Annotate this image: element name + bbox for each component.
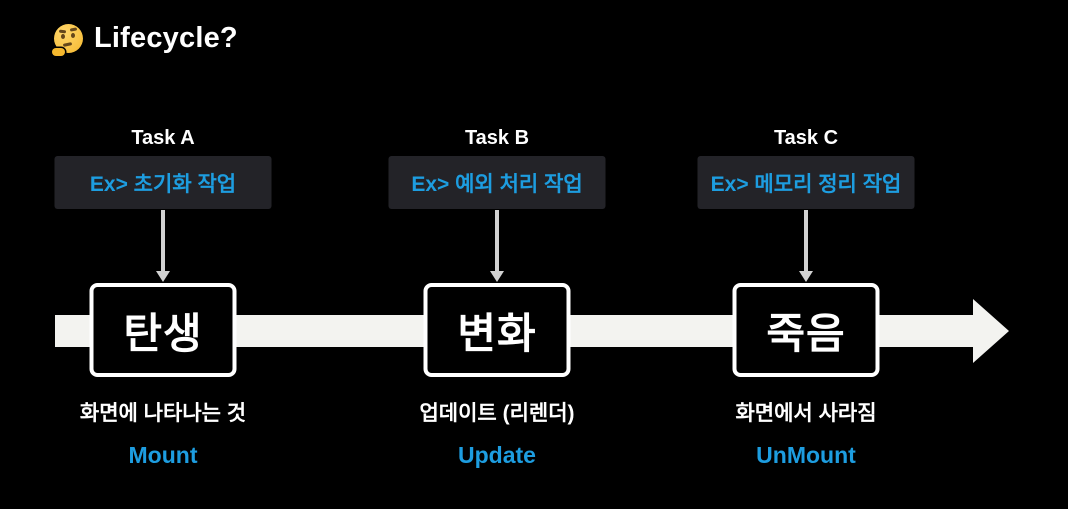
stage-column-update: Task B Ex> 예외 처리 작업 변화 업데이트 (리렌더) Update (337, 115, 657, 485)
page-title: Lifecycle? (52, 22, 238, 56)
down-arrow-icon (156, 210, 170, 282)
task-label: Task B (464, 127, 530, 149)
page-title-text: Lifecycle? (94, 22, 238, 54)
stage-box: 탄생 (89, 283, 237, 377)
example-text: Ex> 메모리 정리 작업 (710, 172, 902, 196)
stage-english-label: UnMount (756, 442, 856, 468)
stage-description: 화면에 나타나는 것 (79, 402, 247, 425)
stage-box: 죽음 (732, 283, 880, 377)
example-box: Ex> 메모리 정리 작업 (697, 156, 915, 209)
down-arrow-icon (490, 210, 504, 282)
example-box: Ex> 예외 처리 작업 (388, 156, 606, 209)
task-label: Task C (773, 127, 839, 149)
example-text: Ex> 초기화 작업 (89, 172, 237, 196)
stage-box: 변화 (423, 283, 571, 377)
stage-english-label: Mount (128, 442, 198, 468)
timeline-arrowhead-icon (973, 299, 1009, 363)
stage-english-label: Update (458, 442, 536, 468)
stage-column-unmount: Task C Ex> 메모리 정리 작업 죽음 화면에서 사라짐 UnMount (646, 115, 966, 485)
thinking-face-emoji-icon (52, 24, 83, 56)
stage-column-mount: Task A Ex> 초기화 작업 탄생 화면에 나타나는 것 Mount (3, 115, 323, 485)
task-label: Task A (131, 127, 195, 149)
example-box: Ex> 초기화 작업 (54, 156, 272, 209)
stage-box-label: 변화 (457, 309, 537, 357)
example-text: Ex> 예외 처리 작업 (411, 172, 583, 196)
stage-description: 화면에서 사라짐 (735, 402, 877, 425)
stage-box-label: 죽음 (766, 309, 846, 357)
down-arrow-icon (799, 210, 813, 282)
stage-box-label: 탄생 (123, 309, 203, 357)
stage-description: 업데이트 (리렌더) (419, 402, 575, 425)
